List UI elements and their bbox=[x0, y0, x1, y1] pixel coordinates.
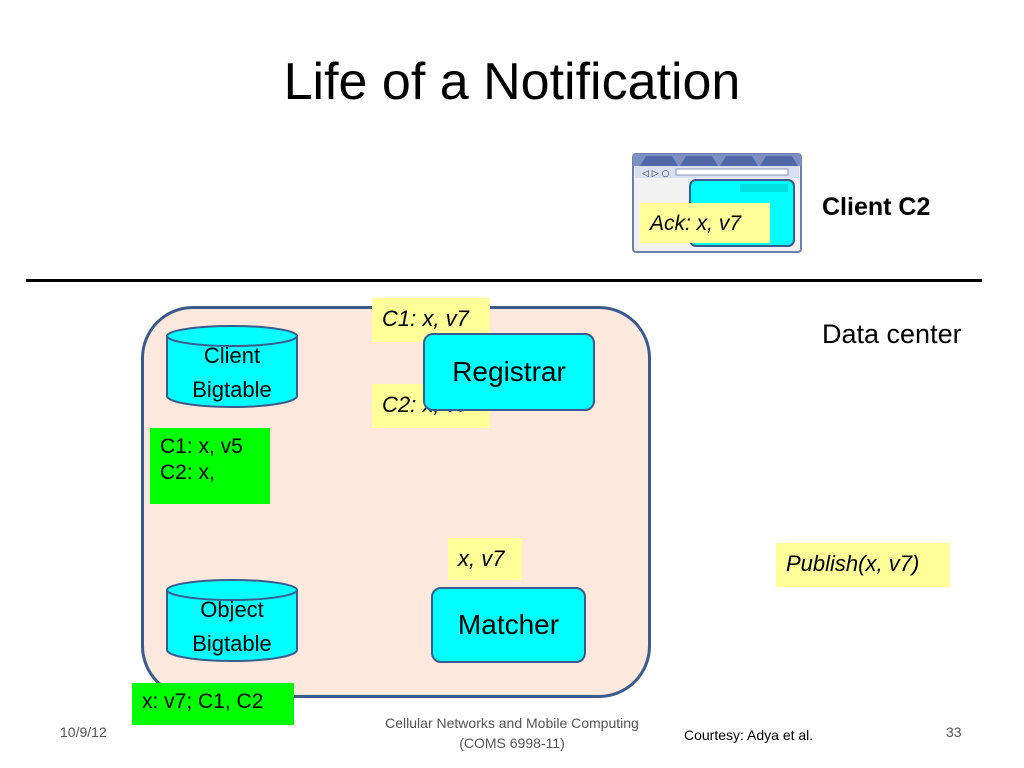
page-number: 33 bbox=[946, 724, 962, 740]
client-bigtable-line1: Client bbox=[203, 343, 261, 368]
footer-course-line2: (COMS 6998-11) bbox=[459, 735, 565, 751]
database-icon bbox=[166, 579, 298, 662]
svg-text:◁ ▷ ○: ◁ ▷ ○ bbox=[642, 169, 670, 179]
divider-line bbox=[26, 279, 982, 282]
data-center-label: Data center bbox=[822, 319, 962, 349]
slide-title: Life of a Notification bbox=[283, 53, 741, 111]
client-bigtable-line2: Bigtable bbox=[192, 377, 272, 402]
database-icon bbox=[166, 325, 298, 408]
footer-date: 10/9/12 bbox=[60, 724, 107, 740]
footer-courtesy: Courtesy: Adya et al. bbox=[684, 727, 814, 743]
publish-message: Publish(x, v7) bbox=[776, 543, 950, 587]
client-bigtable: Client Bigtable bbox=[165, 324, 299, 410]
matcher-message: x, v7 bbox=[448, 538, 522, 580]
ack-message: Ack: x, v7 bbox=[640, 203, 770, 243]
footer-course: Cellular Networks and Mobile Computing (… bbox=[362, 713, 662, 753]
client-state-line2: C2: x, bbox=[160, 461, 215, 484]
matcher-box: Matcher bbox=[431, 587, 586, 663]
object-state-note: x: v7; C1, C2 bbox=[132, 683, 294, 725]
client-state-line1: C1: x, v5 bbox=[160, 435, 243, 458]
footer-course-line1: Cellular Networks and Mobile Computing bbox=[385, 715, 639, 731]
object-bigtable-line2: Bigtable bbox=[192, 631, 272, 656]
object-bigtable-line1: Object bbox=[200, 597, 264, 622]
registrar-box: Registrar bbox=[423, 333, 595, 411]
object-bigtable: Object Bigtable bbox=[165, 578, 299, 664]
client-state-note: C1: x, v5 C2: x, bbox=[150, 428, 270, 504]
client-label: Client C2 bbox=[822, 193, 931, 221]
